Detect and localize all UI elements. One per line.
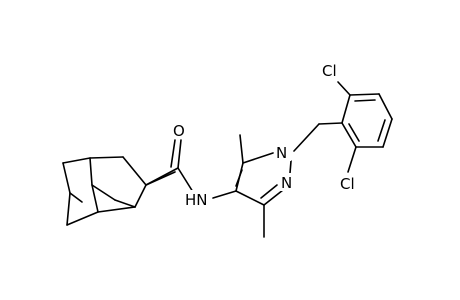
pyrazole-n1-label: N [276, 144, 287, 162]
bond [347, 146, 357, 173]
chlorine-top-label: Cl [322, 62, 337, 80]
bond [382, 118, 393, 148]
bond [212, 190, 237, 199]
bond [293, 123, 320, 152]
bond [337, 81, 351, 96]
bond [134, 184, 147, 208]
bond [62, 157, 91, 164]
bonds [62, 81, 393, 238]
atom-labels: O HN N N Cl Cl [171, 61, 361, 209]
bond [239, 134, 244, 164]
bond [177, 139, 182, 169]
bond [62, 162, 71, 194]
bond [235, 169, 243, 187]
bond [89, 156, 124, 159]
bond [341, 122, 357, 148]
bond [354, 99, 376, 102]
bond [66, 192, 71, 226]
bond [377, 119, 386, 142]
bond [235, 190, 265, 206]
bond [289, 160, 292, 174]
pyrazole-n2-label: N [281, 174, 292, 192]
bond [263, 189, 284, 206]
bond [145, 167, 179, 186]
bond [97, 206, 136, 213]
bond [177, 167, 194, 193]
bond [318, 122, 343, 125]
bond [260, 184, 278, 199]
bond [91, 184, 116, 201]
bond [66, 211, 99, 226]
bond [170, 139, 176, 168]
bond [69, 192, 83, 203]
bond [89, 157, 93, 186]
chlorine-bottom-label: Cl [340, 175, 355, 193]
oxygen-label: O [173, 122, 185, 140]
bond [341, 94, 351, 124]
bond [114, 199, 136, 208]
bond [348, 123, 360, 142]
amide-nh-label: HN [185, 191, 208, 209]
bond [122, 156, 147, 186]
bond [242, 152, 274, 164]
bond [378, 93, 393, 120]
bond [91, 184, 99, 213]
bond [349, 93, 380, 96]
